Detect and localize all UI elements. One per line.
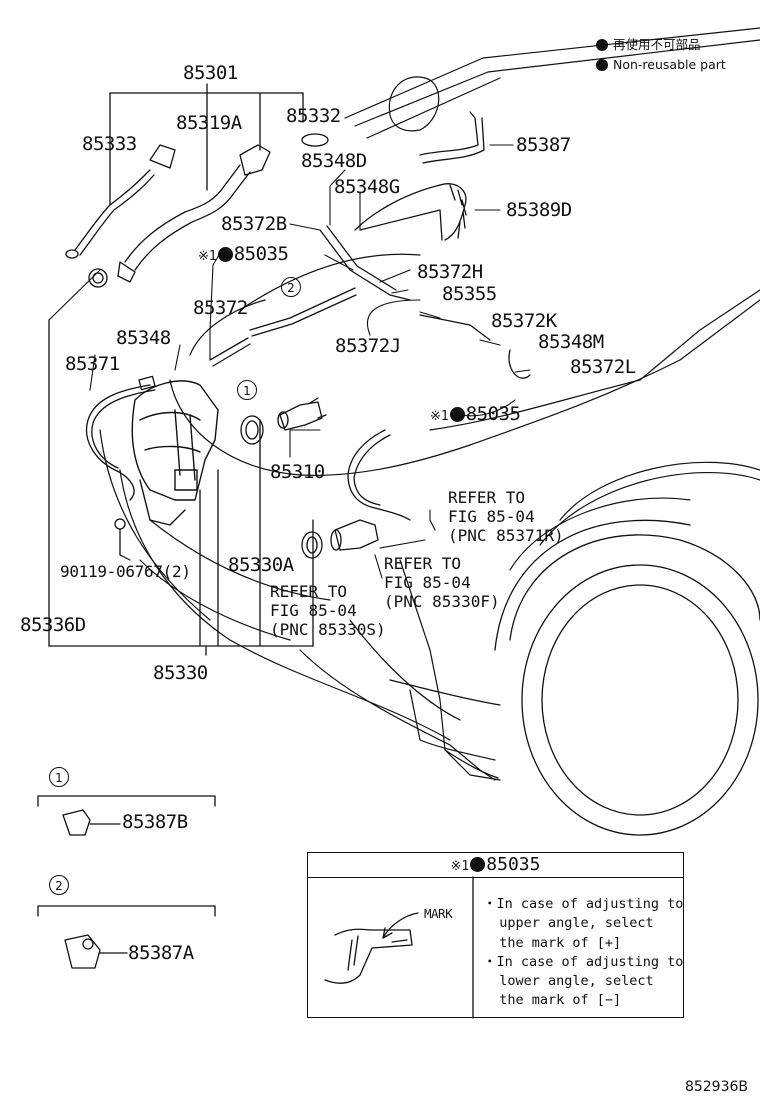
mark-label: MARK <box>424 906 453 921</box>
label-90119: 90119-06767(2) <box>60 562 191 581</box>
label-85371: 85371 <box>65 353 120 375</box>
note-box-art <box>324 876 474 1019</box>
label-85310: 85310 <box>270 461 325 483</box>
filled-dot-icon <box>449 407 465 422</box>
label-85387: 85387 <box>516 134 571 156</box>
callout-2: 2 <box>281 277 301 297</box>
bolt-90119 <box>114 518 126 556</box>
tube-85319A <box>117 144 271 283</box>
label-85336D: 85336D <box>20 614 86 636</box>
legend-en-text: Non-reusable part <box>613 57 726 72</box>
note-box-title-text: 85035 <box>486 854 541 875</box>
label-85372H: 85372H <box>417 261 483 283</box>
filled-dot-icon <box>217 247 233 262</box>
label-85319A: 85319A <box>176 112 242 134</box>
label-85330: 85330 <box>153 662 208 684</box>
label-85035-top: ※1 85035 <box>198 243 289 266</box>
callout-1: 1 <box>237 380 257 400</box>
label-85372K: 85372K <box>491 310 557 332</box>
label-85387A: 85387A <box>128 942 194 964</box>
washer-tank <box>131 380 219 526</box>
pump-85330F <box>301 519 379 559</box>
label-85301: 85301 <box>183 62 238 84</box>
label-85348: 85348 <box>116 327 171 349</box>
harness-85333 <box>65 144 176 288</box>
label-85389D: 85389D <box>506 199 572 221</box>
note-box-title: ※1 85035 <box>308 853 683 878</box>
label-85035-top-text: 85035 <box>233 243 289 265</box>
note-ref-mark: ※1 <box>430 409 449 424</box>
label-85333: 85333 <box>82 133 137 155</box>
legend-en: Non-reusable part <box>596 57 726 73</box>
note-ref-mark: ※1 <box>198 249 217 264</box>
label-85355: 85355 <box>442 283 497 305</box>
label-85372B: 85372B <box>221 213 287 235</box>
note-ref-mark: ※1 <box>450 859 470 874</box>
figure-code: 852936B <box>684 1079 748 1095</box>
callout-1-inset: 1 <box>49 767 69 787</box>
label-85332: 85332 <box>286 105 341 127</box>
label-85372: 85372 <box>193 297 248 319</box>
pump-85310 <box>277 397 327 431</box>
filled-dot-icon <box>596 59 608 71</box>
label-85372L: 85372L <box>570 356 636 378</box>
label-85035-mid-text: 85035 <box>465 403 521 425</box>
label-85035-mid: ※1 85035 <box>430 403 521 426</box>
label-85387B: 85387B <box>122 811 188 833</box>
note-instructions: ・In case of adjusting to upper angle, se… <box>483 896 684 1009</box>
filled-dot-icon <box>470 857 486 872</box>
refer-85371R: REFER TO FIG 85-04 (PNC 85371R) <box>448 488 564 545</box>
grommet-85332 <box>301 133 329 147</box>
label-85348D: 85348D <box>301 150 367 172</box>
inset-brackets <box>37 795 216 969</box>
label-85348M: 85348M <box>538 331 604 353</box>
legend-jp-text: 再使用不可部品 <box>613 37 701 52</box>
bracket-85387 <box>419 111 485 164</box>
filled-dot-icon <box>596 39 608 51</box>
callout-2-inset: 2 <box>49 875 69 895</box>
leader-lines <box>48 144 531 579</box>
label-85372J: 85372J <box>335 335 401 357</box>
legend-jp: 再使用不可部品 <box>596 37 701 53</box>
label-85348G: 85348G <box>334 176 400 198</box>
refer-85330F: REFER TO FIG 85-04 (PNC 85330F) <box>384 554 500 611</box>
refer-85330S: REFER TO FIG 85-04 (PNC 85330S) <box>270 582 386 639</box>
grommet-85330A <box>240 415 264 445</box>
bracket-85301 <box>109 83 304 206</box>
hose-85371 <box>86 375 156 501</box>
washer-hoses <box>209 209 531 521</box>
wheel <box>494 519 760 836</box>
note-box: ※1 85035 <box>307 852 684 1018</box>
label-85330A: 85330A <box>228 554 294 576</box>
